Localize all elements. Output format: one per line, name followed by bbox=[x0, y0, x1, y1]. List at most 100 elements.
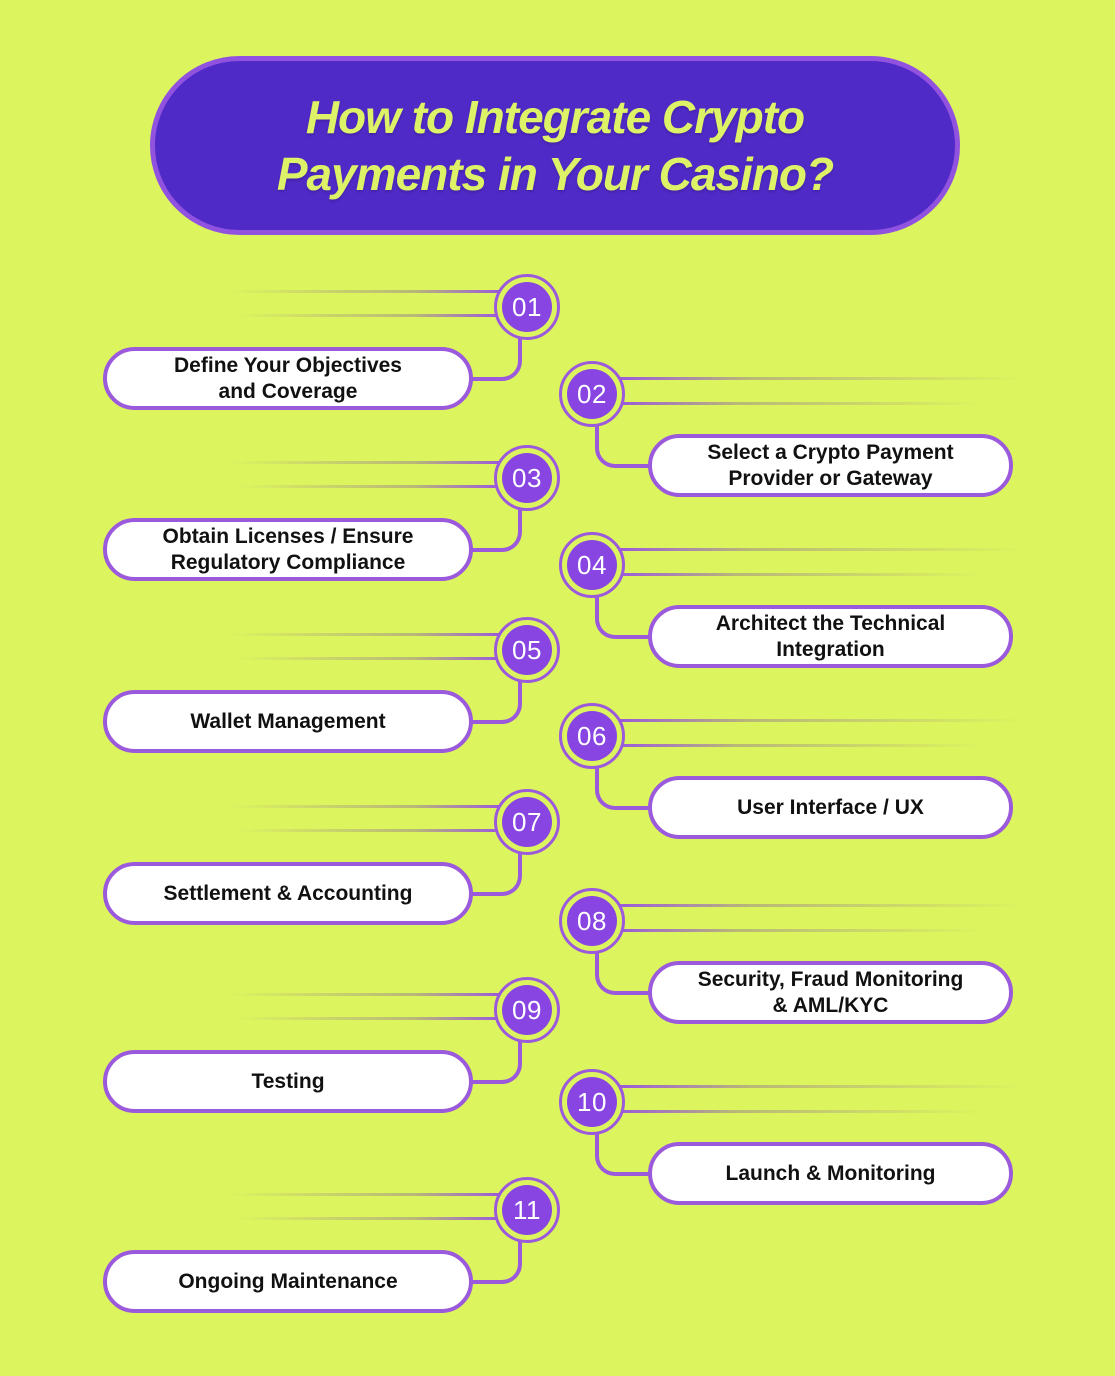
step-label-pill: Ongoing Maintenance bbox=[103, 1250, 473, 1313]
speed-line-top-icon bbox=[618, 904, 1058, 907]
step-number-badge: 10 bbox=[567, 1077, 617, 1127]
connector-elbow bbox=[471, 1238, 522, 1284]
connector-elbow bbox=[595, 1130, 650, 1176]
step-number: 09 bbox=[512, 994, 542, 1025]
step-number-ring: 05 bbox=[494, 617, 560, 683]
speed-line-bottom-icon bbox=[618, 1110, 1013, 1113]
step-label-line: Regulatory Compliance bbox=[170, 550, 406, 574]
connector-elbow bbox=[471, 506, 522, 552]
speed-line-bottom-icon bbox=[214, 829, 500, 832]
speed-line-bottom-icon bbox=[214, 485, 500, 488]
step-label-line: Launch & Monitoring bbox=[725, 1161, 936, 1185]
connector-elbow bbox=[471, 850, 522, 896]
step-label-line: Architect the Technical bbox=[715, 611, 946, 635]
speed-line-bottom-icon bbox=[618, 402, 1013, 405]
speed-line-top-icon bbox=[205, 290, 502, 293]
step-label-line: Select a Crypto Payment bbox=[707, 440, 954, 464]
step-number-ring: 01 bbox=[494, 274, 560, 340]
step-label-line: Ongoing Maintenance bbox=[178, 1269, 398, 1293]
step-label: Security, Fraud Monitoring& AML/KYC bbox=[698, 967, 964, 1019]
step-label: Wallet Management bbox=[190, 709, 385, 735]
step-label: Launch & Monitoring bbox=[726, 1161, 936, 1187]
title-banner: How to Integrate Crypto Payments in Your… bbox=[150, 56, 960, 235]
step-number-ring: 02 bbox=[559, 361, 625, 427]
step-number-badge: 05 bbox=[502, 625, 552, 675]
step-number-badge: 04 bbox=[567, 540, 617, 590]
connector-elbow bbox=[471, 1038, 522, 1084]
connector-elbow bbox=[595, 764, 650, 810]
step-label: User Interface / UX bbox=[737, 795, 924, 821]
step-label-line: Integration bbox=[776, 637, 885, 661]
step-number: 10 bbox=[577, 1086, 607, 1117]
speed-line-bottom-icon bbox=[214, 1217, 500, 1220]
step-number-ring: 04 bbox=[559, 532, 625, 598]
step-label: Settlement & Accounting bbox=[164, 881, 413, 907]
speed-line-bottom-icon bbox=[214, 314, 500, 317]
speed-line-bottom-icon bbox=[214, 657, 500, 660]
step-number: 03 bbox=[512, 462, 542, 493]
step-number-ring: 09 bbox=[494, 977, 560, 1043]
step-number: 07 bbox=[512, 806, 542, 837]
step-label-pill: Testing bbox=[103, 1050, 473, 1113]
step-label-line: Security, Fraud Monitoring bbox=[697, 967, 964, 991]
step-label-line: Settlement & Accounting bbox=[163, 881, 413, 905]
step-number-badge: 01 bbox=[502, 282, 552, 332]
step-label-line: Obtain Licenses / Ensure bbox=[162, 524, 414, 548]
title-line-1: How to Integrate Crypto bbox=[305, 90, 805, 143]
speed-line-top-icon bbox=[618, 377, 1058, 380]
speed-line-bottom-icon bbox=[618, 744, 1013, 747]
title-line-2: Payments in Your Casino? bbox=[276, 147, 834, 200]
connector-elbow bbox=[595, 949, 650, 995]
step-number: 02 bbox=[577, 378, 607, 409]
step-label-line: and Coverage bbox=[218, 379, 358, 403]
connector-elbow bbox=[595, 422, 650, 468]
speed-line-top-icon bbox=[205, 993, 502, 996]
step-label-pill: Security, Fraud Monitoring& AML/KYC bbox=[648, 961, 1013, 1024]
step-number: 04 bbox=[577, 549, 607, 580]
speed-line-top-icon bbox=[618, 548, 1058, 551]
step-label-pill: Wallet Management bbox=[103, 690, 473, 753]
step-label-line: Define Your Objectives bbox=[174, 353, 402, 377]
step-number-badge: 09 bbox=[502, 985, 552, 1035]
step-number: 05 bbox=[512, 634, 542, 665]
step-number-badge: 11 bbox=[502, 1185, 552, 1235]
step-label-pill: Settlement & Accounting bbox=[103, 862, 473, 925]
step-number-badge: 02 bbox=[567, 369, 617, 419]
speed-line-bottom-icon bbox=[214, 1017, 500, 1020]
step-number-badge: 06 bbox=[567, 711, 617, 761]
step-label-line: & AML/KYC bbox=[772, 993, 889, 1017]
step-label: Testing bbox=[251, 1069, 324, 1095]
step-number: 08 bbox=[577, 905, 607, 936]
speed-line-top-icon bbox=[618, 1085, 1058, 1088]
step-number-ring: 06 bbox=[559, 703, 625, 769]
step-number-ring: 03 bbox=[494, 445, 560, 511]
step-number-badge: 03 bbox=[502, 453, 552, 503]
step-label-line: Wallet Management bbox=[190, 709, 386, 733]
step-number-ring: 08 bbox=[559, 888, 625, 954]
speed-line-top-icon bbox=[205, 633, 502, 636]
speed-line-top-icon bbox=[205, 805, 502, 808]
speed-line-top-icon bbox=[205, 1193, 502, 1196]
step-label-pill: User Interface / UX bbox=[648, 776, 1013, 839]
connector-elbow bbox=[471, 335, 522, 381]
step-number: 01 bbox=[512, 291, 542, 322]
speed-line-top-icon bbox=[205, 461, 502, 464]
step-number-badge: 08 bbox=[567, 896, 617, 946]
speed-line-bottom-icon bbox=[618, 573, 1013, 576]
step-number: 06 bbox=[577, 720, 607, 751]
step-label-line: User Interface / UX bbox=[737, 795, 924, 819]
